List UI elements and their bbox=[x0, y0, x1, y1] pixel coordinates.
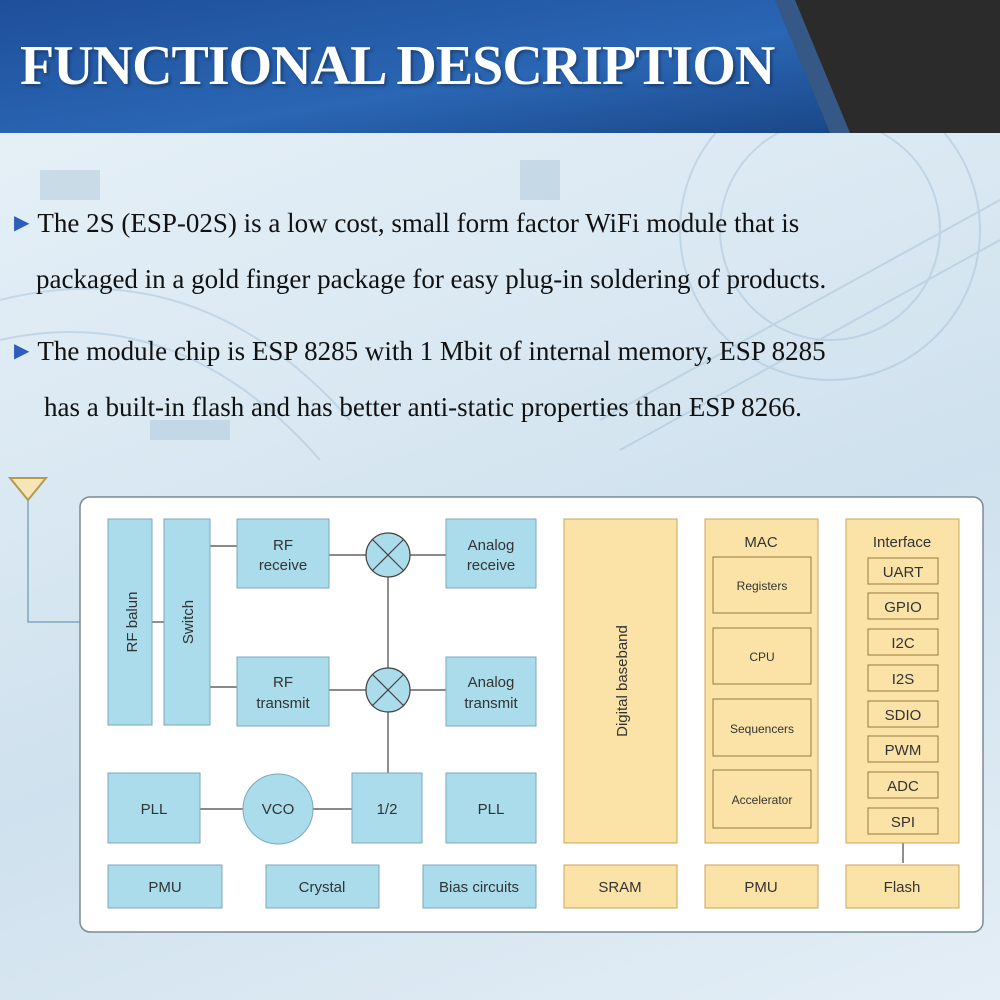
analog-transmit-block: Analog transmit bbox=[445, 656, 537, 727]
svg-text:Analog: Analog bbox=[468, 674, 515, 691]
page-title: FUNCTIONAL DESCRIPTION bbox=[20, 35, 775, 97]
svg-text:RF: RF bbox=[273, 537, 293, 554]
interface-uart: UART bbox=[867, 557, 939, 585]
interface-i2c: I2C bbox=[867, 628, 939, 656]
header-background bbox=[0, 0, 1000, 133]
svg-text:RF balun: RF balun bbox=[124, 592, 141, 653]
svg-text:PLL: PLL bbox=[141, 801, 168, 818]
flash-block: Flash bbox=[845, 864, 960, 909]
svg-text:PMU: PMU bbox=[148, 879, 181, 896]
rf-balun-block: RF balun bbox=[107, 518, 153, 726]
svg-text:I2C: I2C bbox=[891, 635, 915, 652]
digital-baseband-block: Digital baseband bbox=[563, 518, 678, 844]
svg-text:Analog: Analog bbox=[468, 537, 515, 554]
interface-i2s: I2S bbox=[867, 664, 939, 692]
interface-sdio: SDIO bbox=[867, 700, 939, 728]
triangle-right-icon: ▶ bbox=[14, 340, 30, 362]
pmu-rf-block: PMU bbox=[107, 864, 223, 909]
mac-accelerator-block: Accelerator bbox=[712, 769, 812, 829]
svg-text:Sequencers: Sequencers bbox=[730, 722, 794, 736]
mixer-transmit-icon bbox=[365, 667, 411, 713]
analog-receive-block: Analog receive bbox=[445, 518, 537, 589]
svg-text:transmit: transmit bbox=[464, 695, 518, 712]
interface-adc: ADC bbox=[867, 771, 939, 799]
bullet-text-line: has a built-in flash and has better anti… bbox=[44, 392, 802, 422]
svg-text:PLL: PLL bbox=[478, 801, 505, 818]
svg-text:Switch: Switch bbox=[180, 600, 197, 644]
interface-gpio: GPIO bbox=[867, 592, 939, 620]
interface-spi: SPI bbox=[867, 807, 939, 835]
bullet-text-line: The module chip is ESP 8285 with 1 Mbit … bbox=[37, 336, 826, 366]
bullet-text-line: The 2S (ESP-02S) is a low cost, small fo… bbox=[37, 208, 800, 238]
crystal-block: Crystal bbox=[265, 864, 380, 909]
svg-text:Digital baseband: Digital baseband bbox=[614, 625, 631, 737]
bias-circuits-block: Bias circuits bbox=[422, 864, 537, 909]
signal-lines bbox=[152, 545, 904, 863]
vco-block: VCO bbox=[242, 773, 314, 845]
divider-half-block: 1/2 bbox=[351, 772, 423, 844]
bullet-text-line: packaged in a gold finger package for ea… bbox=[36, 264, 827, 294]
svg-text:SRAM: SRAM bbox=[598, 879, 641, 896]
svg-text:VCO: VCO bbox=[262, 801, 295, 818]
block-diagram: RF balun Switch RF receive RF transmit A… bbox=[7, 477, 984, 933]
bullet-item-1: ▶ The 2S (ESP-02S) is a low cost, small f… bbox=[14, 195, 994, 307]
svg-text:ADC: ADC bbox=[887, 778, 919, 795]
rf-receive-block: RF receive bbox=[236, 518, 330, 589]
svg-text:1/2: 1/2 bbox=[377, 801, 398, 818]
mac-sequencers-block: Sequencers bbox=[712, 698, 812, 757]
antenna-icon bbox=[7, 477, 49, 502]
svg-text:receive: receive bbox=[467, 557, 515, 574]
triangle-right-icon: ▶ bbox=[14, 212, 30, 234]
svg-text:RF: RF bbox=[273, 674, 293, 691]
bullet-item-2: ▶ The module chip is ESP 8285 with 1 Mbit… bbox=[14, 323, 994, 435]
header-banner: FUNCTIONAL DESCRIPTION bbox=[0, 0, 1000, 133]
pll-left-block: PLL bbox=[107, 772, 201, 844]
svg-text:Accelerator: Accelerator bbox=[732, 793, 793, 807]
mac-registers-block: Registers bbox=[712, 556, 812, 614]
sram-block: SRAM bbox=[563, 864, 678, 909]
mixer-receive-icon bbox=[365, 532, 411, 578]
svg-text:SPI: SPI bbox=[891, 814, 915, 831]
switch-block: Switch bbox=[163, 518, 211, 726]
svg-text:receive: receive bbox=[259, 557, 307, 574]
svg-text:UART: UART bbox=[883, 564, 924, 581]
svg-text:Bias circuits: Bias circuits bbox=[439, 879, 519, 896]
mac-cpu-block: CPU bbox=[712, 627, 812, 685]
svg-text:GPIO: GPIO bbox=[884, 599, 922, 616]
pll-right-block: PLL bbox=[445, 772, 537, 844]
svg-text:PMU: PMU bbox=[744, 879, 777, 896]
svg-text:CPU: CPU bbox=[749, 650, 774, 664]
svg-text:transmit: transmit bbox=[256, 695, 310, 712]
svg-text:PWM: PWM bbox=[885, 742, 922, 759]
rf-transmit-block: RF transmit bbox=[236, 656, 330, 727]
svg-text:I2S: I2S bbox=[892, 671, 915, 688]
pmu-digital-block: PMU bbox=[704, 864, 819, 909]
svg-text:Crystal: Crystal bbox=[299, 879, 346, 896]
svg-text:MAC: MAC bbox=[744, 534, 778, 551]
interface-pwm: PWM bbox=[867, 735, 939, 763]
svg-text:SDIO: SDIO bbox=[885, 707, 922, 724]
svg-text:Interface: Interface bbox=[873, 534, 931, 551]
svg-text:Registers: Registers bbox=[737, 579, 788, 593]
svg-text:Flash: Flash bbox=[884, 879, 921, 896]
